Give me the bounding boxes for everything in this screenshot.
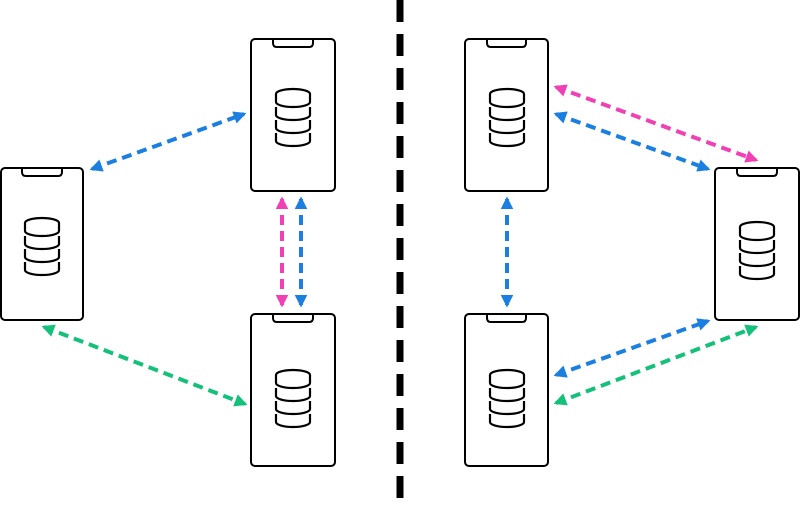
phone-notch xyxy=(272,39,314,48)
phone-right-top xyxy=(464,38,549,192)
phone-notch xyxy=(486,314,527,323)
phone-right-bottom xyxy=(464,313,549,467)
database-icon xyxy=(274,368,312,429)
link-left-side-to-top-blue xyxy=(89,111,247,172)
phone-notch xyxy=(21,168,63,177)
database-icon xyxy=(738,220,776,281)
link-right-top-to-side-blue xyxy=(553,111,711,172)
database-icon xyxy=(488,87,526,148)
phone-left-bottom xyxy=(250,313,336,467)
link-right-top-to-side-pink xyxy=(553,84,759,163)
phone-right-side xyxy=(714,167,800,321)
phone-notch xyxy=(486,39,527,48)
database-icon xyxy=(488,368,526,429)
phone-notch xyxy=(736,168,778,177)
link-right-bottom-to-side-green xyxy=(553,324,759,406)
link-right-bottom-to-side-blue xyxy=(553,318,711,378)
database-icon xyxy=(23,216,61,277)
phone-left-top xyxy=(250,38,336,192)
phone-notch xyxy=(272,314,314,323)
database-icon xyxy=(274,87,312,148)
phone-left-side xyxy=(0,167,84,321)
link-left-side-to-bottom-green xyxy=(41,324,248,407)
